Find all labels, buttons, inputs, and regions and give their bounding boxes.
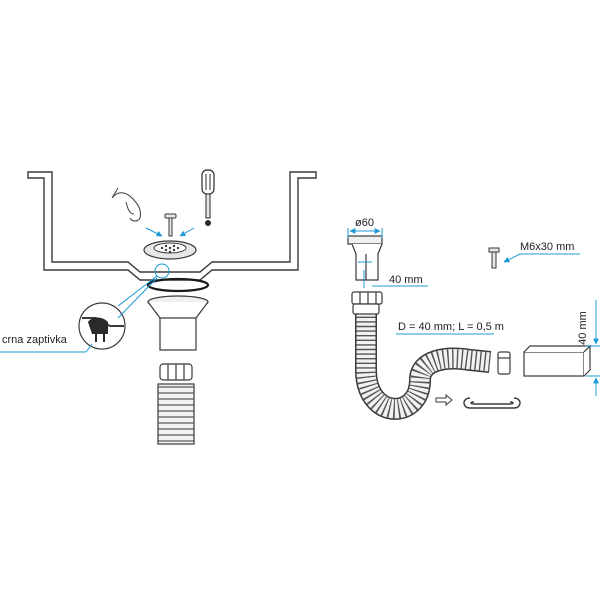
side-dimension-label: 40 mm [576,311,589,345]
screw-label: M6x30 mm [520,241,575,253]
side-dimension [586,300,600,396]
black-gasket-ring [146,277,210,293]
drain-body-right [347,235,383,305]
sink-basin [27,171,317,281]
height-label: 40 mm [389,274,423,286]
gasket-zoom-callout [0,275,158,353]
screwdriver-icon [201,169,215,226]
slip-nut [159,363,193,381]
hose-label: D = 40 mm; L = 0,5 m [398,321,504,333]
diameter-dimension [347,228,383,238]
gasket-label: crna zaptivka [2,334,67,346]
drain-tailpiece [147,295,209,351]
double-hook-clip [463,397,521,409]
height-dimension [358,261,428,288]
hand-icon [111,187,141,222]
pipe-support [523,344,592,377]
corrugated-hose-right [352,303,492,420]
hose-end-fitting [497,351,511,375]
strainer-grate [143,240,197,279]
strainer-screw [164,213,177,237]
mounting-screw [488,247,500,269]
diameter-label: ø60 [355,217,374,229]
clip-arrow-icon [435,393,453,407]
corrugated-hose-left [157,383,195,445]
